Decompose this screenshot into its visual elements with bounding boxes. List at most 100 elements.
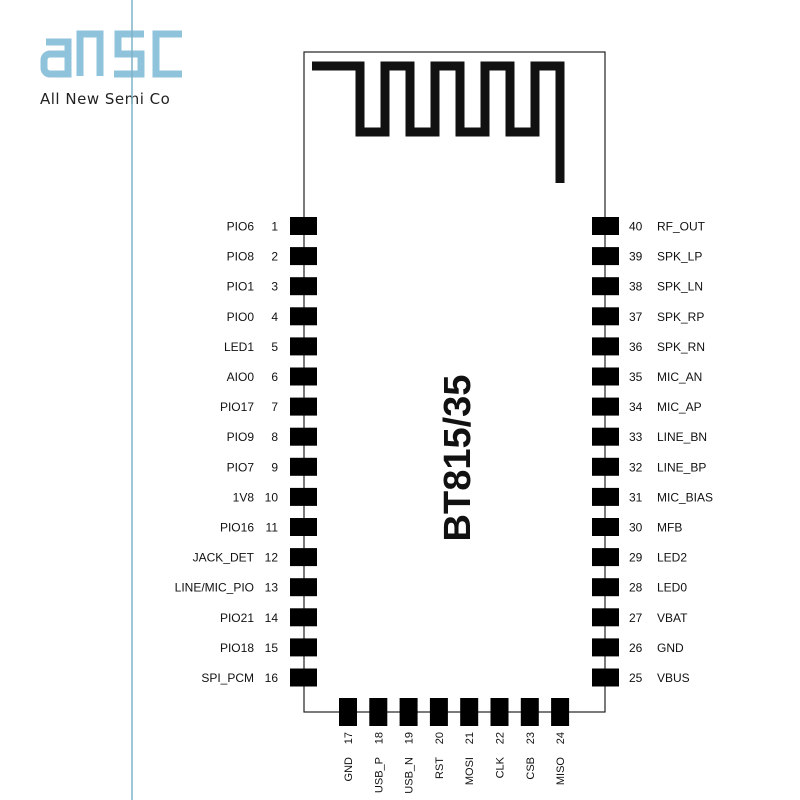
pin-label: PIO16 [220, 521, 254, 535]
pin-label: PIO1 [227, 280, 255, 294]
pin-number: 3 [271, 280, 278, 294]
pin-label: USB_P [373, 757, 385, 793]
pin-pad-32 [592, 457, 619, 476]
pin-number: 30 [629, 521, 643, 535]
pin-number: 7 [271, 400, 278, 414]
pin-label: VBAT [657, 611, 688, 625]
left-pin-group: 1PIO62PIO83PIO14PIO05LED16AIO07PIO178PIO… [175, 217, 317, 687]
pin-pad-12 [290, 548, 317, 567]
pin-label: JACK_DET [193, 551, 255, 565]
pin-pad-11 [290, 518, 317, 536]
pin-pad-26 [592, 638, 619, 657]
antenna-trace [312, 61, 565, 183]
pin-number: 6 [271, 370, 278, 384]
pin-number: 28 [629, 581, 643, 595]
pin-label: MIC_BIAS [657, 490, 713, 504]
pin-pad-18 [369, 698, 388, 726]
pin-number: 27 [629, 611, 643, 625]
pin-label: MFB [657, 521, 682, 535]
pin-pad-33 [592, 427, 619, 446]
pin-label: VBUS [657, 671, 690, 685]
pin-number: 21 [464, 732, 476, 744]
pin-number: 16 [265, 671, 279, 685]
pin-pad-2 [290, 247, 317, 266]
pin-number: 24 [555, 732, 567, 744]
pin-label: PIO9 [227, 430, 255, 444]
pin-number: 20 [434, 732, 446, 744]
pin-label: AIO0 [227, 370, 255, 384]
pin-number: 35 [629, 370, 643, 384]
pin-number: 2 [271, 250, 278, 264]
pin-label: SPK_LN [657, 280, 703, 294]
pin-label: GND [657, 641, 684, 655]
pin-number: 8 [271, 430, 278, 444]
pin-label: SPI_PCM [201, 671, 254, 685]
pin-number: 4 [271, 310, 278, 324]
pin-number: 19 [404, 732, 416, 744]
pin-label: PIO21 [220, 611, 254, 625]
pin-number: 32 [629, 460, 643, 474]
pin-pad-19 [399, 698, 418, 726]
pin-number: 11 [266, 521, 279, 535]
pin-pad-35 [592, 367, 619, 386]
pin-number: 10 [265, 490, 279, 504]
pin-pad-39 [592, 247, 619, 266]
pin-label: PIO17 [220, 400, 254, 414]
pin-label: PIO8 [227, 250, 255, 264]
pin-label: PIO0 [227, 310, 255, 324]
bottom-pin-group: 17GND18USB_P19USB_N20RST21MOSI22CLK23CSB… [339, 698, 570, 794]
pin-pad-1 [290, 217, 317, 235]
pin-pad-24 [551, 698, 570, 726]
pin-pad-36 [592, 337, 619, 356]
pin-pad-4 [290, 307, 317, 326]
pin-number: 26 [629, 641, 643, 655]
pin-pad-30 [592, 518, 619, 536]
pin-pad-13 [290, 578, 317, 597]
pin-number: 25 [629, 671, 643, 685]
pin-label: SPK_RN [657, 340, 705, 354]
pin-number: 17 [343, 732, 355, 744]
pin-pad-22 [490, 698, 509, 726]
pin-pad-16 [290, 668, 317, 687]
pin-pad-29 [592, 548, 619, 567]
pin-number: 31 [629, 490, 643, 504]
pin-pad-10 [290, 487, 317, 506]
pin-pad-40 [592, 217, 619, 235]
pin-pad-27 [592, 608, 619, 627]
pin-number: 23 [525, 732, 537, 744]
brand-tagline: All New Semi Co [40, 90, 171, 108]
pin-label: LINE_BN [657, 430, 707, 444]
pin-label: CLK [495, 756, 507, 778]
pin-pad-9 [290, 457, 317, 476]
pin-pad-5 [290, 337, 317, 356]
pin-number: 14 [265, 611, 279, 625]
pin-number: 18 [373, 732, 385, 744]
ansc-logo-icon [40, 30, 182, 78]
pin-number: 5 [271, 340, 278, 354]
pin-pad-3 [290, 277, 317, 296]
pin-label: LED2 [657, 551, 687, 565]
pin-number: 33 [629, 430, 643, 444]
pin-pad-21 [460, 698, 479, 726]
pin-label: MIC_AP [657, 400, 702, 414]
pin-label: RF_OUT [657, 220, 706, 234]
pin-number: 34 [629, 400, 643, 414]
pin-number: 15 [265, 641, 279, 655]
pin-pad-15 [290, 638, 317, 657]
pin-label: LINE_BP [657, 460, 706, 474]
pin-label: PIO6 [227, 220, 255, 234]
part-number: BT815/35 [437, 375, 479, 542]
pin-number: 39 [629, 250, 643, 264]
pin-label: LED0 [657, 581, 687, 595]
pin-label: RST [434, 757, 446, 779]
pin-pad-23 [520, 698, 539, 726]
pin-label: USB_N [404, 757, 416, 794]
pin-label: SPK_LP [657, 250, 702, 264]
pin-number: 36 [629, 340, 643, 354]
pin-pad-7 [290, 397, 317, 416]
pin-pad-25 [592, 668, 619, 687]
pin-pad-14 [290, 608, 317, 627]
pin-label: SPK_RP [657, 310, 704, 324]
pin-label: LED1 [224, 340, 254, 354]
pin-number: 29 [629, 551, 643, 565]
